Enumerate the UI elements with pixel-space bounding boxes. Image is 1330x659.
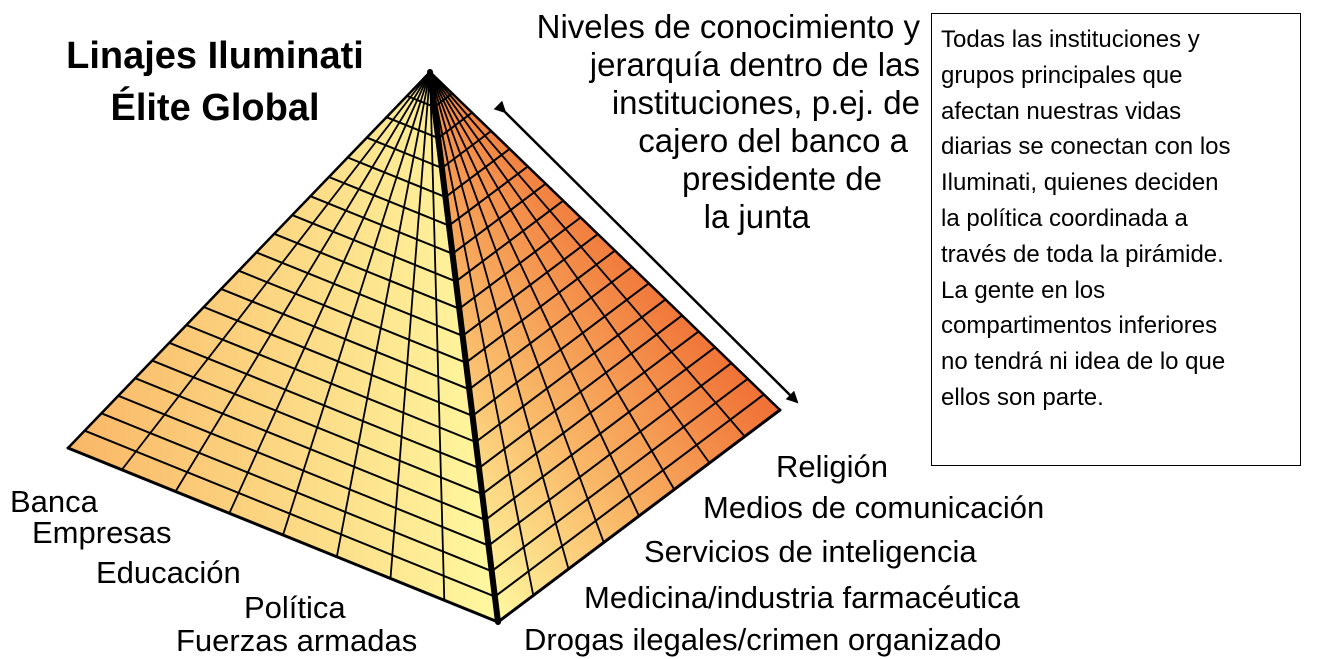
pyramid-column-line — [174, 71, 431, 493]
title-line-1: Linajes Iluminati — [66, 35, 364, 77]
pyramid-left-face — [68, 72, 498, 622]
note-line: Iluminati, quienes deciden — [941, 169, 1219, 197]
pyramid-column-line — [282, 71, 431, 536]
left-label-empresas: Empresas — [32, 515, 172, 550]
note-line: través de toda la pirámide. — [941, 240, 1224, 268]
pyramid-front-edge — [427, 69, 501, 625]
levels-line: Niveles de conocimiento y — [536, 8, 920, 45]
levels-line: cajero del banco a — [638, 122, 908, 159]
pyramid-column-line — [429, 71, 535, 597]
hierarchy-levels-caption: Niveles de conocimiento y jerarquía dent… — [460, 8, 920, 236]
right-label-drogas: Drogas ilegales/crimen organizado — [524, 622, 1002, 657]
pyramid-column-line — [120, 71, 431, 471]
note-line: no tendrá ni idea de lo que — [941, 348, 1226, 376]
right-label-medicina: Medicina/industria farmacéutica — [584, 580, 1020, 615]
right-label-inteligencia: Servicios de inteligencia — [644, 534, 977, 569]
pyramid-column-line — [228, 71, 431, 515]
note-line: diarias se conectan con los — [941, 133, 1231, 161]
left-label-fuerzas-armadas: Fuerzas armadas — [176, 623, 418, 658]
levels-line: instituciones, p.ej. de — [611, 84, 920, 121]
note-line: ellos son parte. — [941, 383, 1104, 411]
hierarchy-arrow — [493, 100, 799, 404]
pyramid-column-line — [429, 71, 446, 602]
levels-line: la junta — [703, 198, 810, 235]
pyramid-grid — [66, 69, 782, 625]
pyramid-edge — [66, 70, 432, 450]
title-line-2: Élite Global — [110, 87, 320, 129]
pyramid-base-edge — [66, 446, 500, 624]
levels-line: presidente de — [682, 160, 882, 197]
note-line: afectan nuestras vidas — [941, 97, 1182, 125]
pyramid-column-line — [389, 71, 431, 580]
pyramid-base-edge — [496, 408, 782, 624]
right-label-medios: Medios de comunicación — [703, 490, 1045, 525]
note-line: Todas las instituciones y — [941, 26, 1200, 53]
diagram-title: Linajes Iluminati Élite Global — [30, 30, 400, 134]
left-label-politica: Política — [244, 590, 346, 625]
note-line: compartimentos inferiores — [941, 312, 1218, 340]
right-label-religion: Religión — [776, 449, 889, 484]
explanation-box: Todas las instituciones y grupos princip… — [931, 13, 1301, 466]
note-line: grupos principales que — [941, 61, 1183, 89]
left-label-banca: Banca — [10, 484, 98, 519]
pyramid-column-line — [335, 71, 431, 558]
note-line: La gente en los — [941, 276, 1106, 304]
levels-line: jerarquía dentro de las — [589, 46, 920, 83]
note-line: la política coordinada a — [941, 204, 1188, 232]
left-label-educacion: Educación — [96, 555, 241, 590]
